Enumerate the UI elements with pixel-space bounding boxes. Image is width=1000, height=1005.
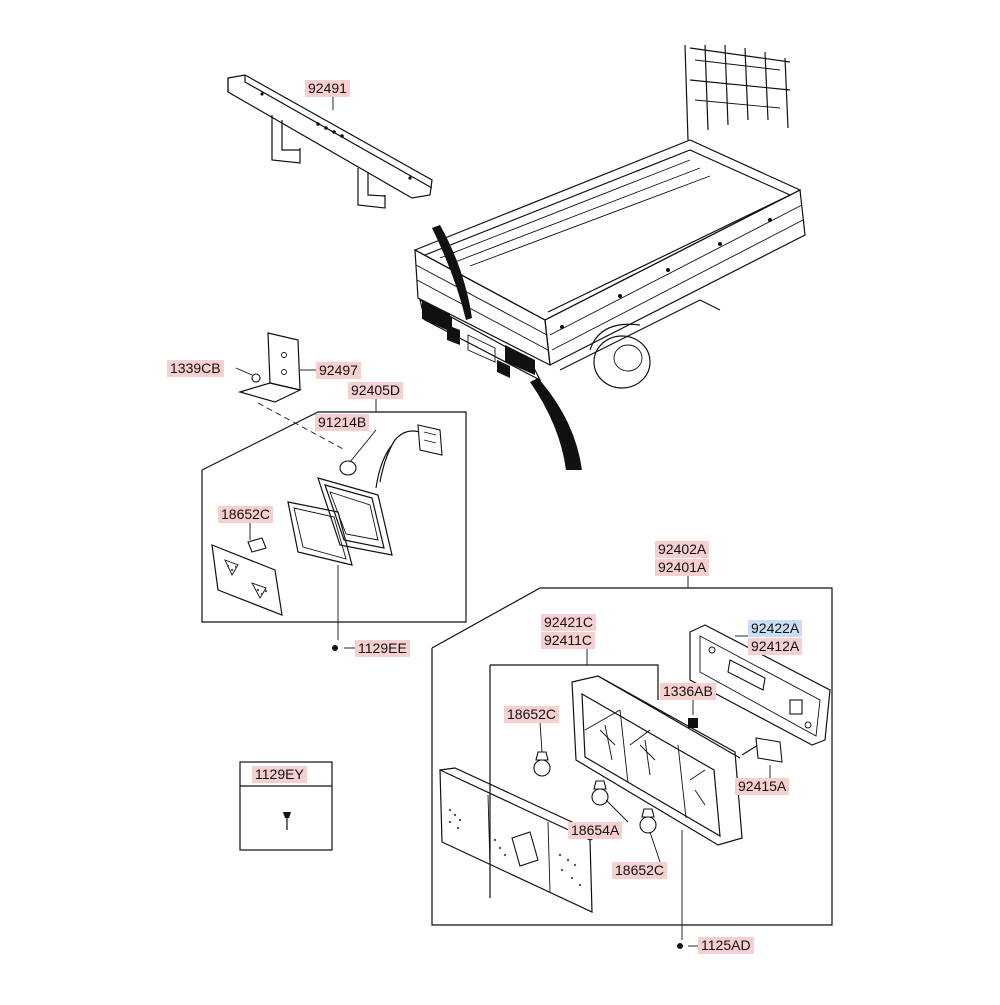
rear-lamp-group-box xyxy=(431,587,833,926)
part-label-91214B[interactable]: 91214B xyxy=(315,414,370,431)
part-label-92401A[interactable]: 92401A xyxy=(655,559,710,576)
part-label-1336AB[interactable]: 1336AB xyxy=(660,683,716,700)
rear-combination-lamp-illustration xyxy=(439,624,831,949)
truck-illustration xyxy=(413,44,806,470)
leader-lines-left xyxy=(235,88,377,649)
lamp-housing-inner-box xyxy=(489,664,659,898)
part-label-1129EY[interactable]: 1129EY xyxy=(252,766,307,783)
part-label-1129EE[interactable]: 1129EE xyxy=(355,640,410,657)
part-label-92415A[interactable]: 92415A xyxy=(735,778,790,795)
leader-lines-right xyxy=(539,575,771,947)
screw-1129EY-box xyxy=(239,761,333,851)
part-label-18652C-lower[interactable]: 18652C xyxy=(612,862,668,879)
part-label-92402A[interactable]: 92402A xyxy=(655,541,710,558)
rear-cross-member-illustration xyxy=(227,74,433,209)
license-lamp-group-box xyxy=(201,411,467,623)
part-label-92412A[interactable]: 92412A xyxy=(748,638,803,655)
part-label-18652C[interactable]: 18652C xyxy=(218,506,274,523)
part-label-92421C[interactable]: 92421C xyxy=(541,614,597,631)
part-label-1339CB[interactable]: 1339CB xyxy=(167,360,224,377)
part-label-92497[interactable]: 92497 xyxy=(316,362,361,379)
part-label-1125AD[interactable]: 1125AD xyxy=(698,937,754,954)
part-label-18654A[interactable]: 18654A xyxy=(568,822,623,839)
part-label-92405D[interactable]: 92405D xyxy=(348,382,404,399)
part-label-92422A[interactable]: 92422A xyxy=(748,620,803,637)
part-label-92491[interactable]: 92491 xyxy=(305,80,350,97)
license-lamp-illustration xyxy=(211,332,443,651)
part-label-92411C[interactable]: 92411C xyxy=(541,632,596,649)
part-label-18652C-upper[interactable]: 18652C xyxy=(504,706,560,723)
